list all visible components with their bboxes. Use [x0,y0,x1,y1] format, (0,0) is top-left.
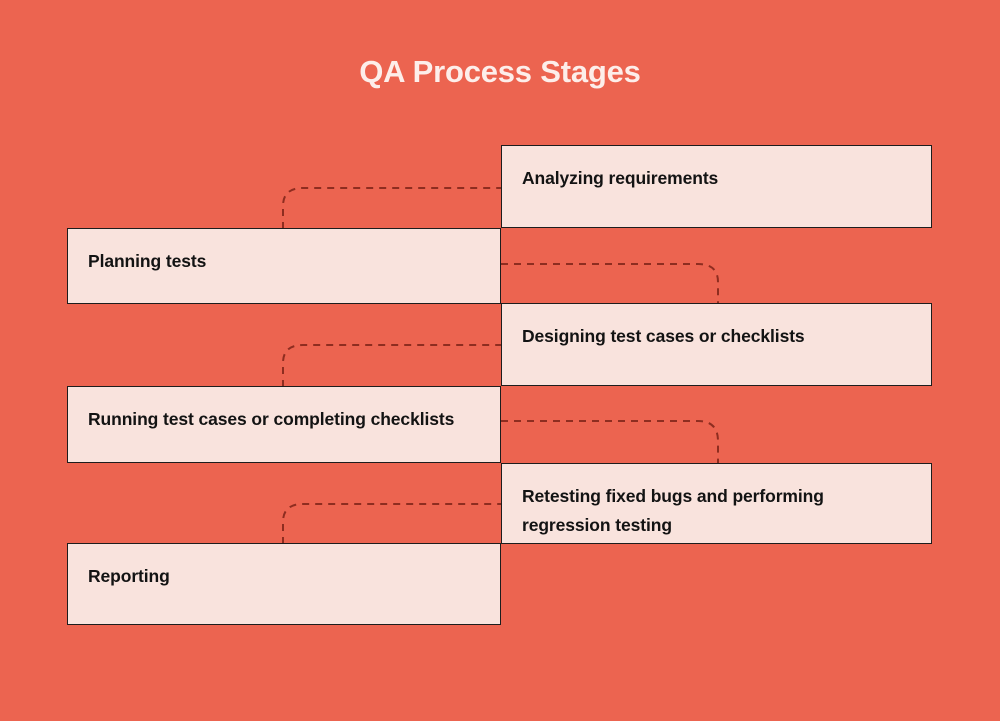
stage-box-retesting[interactable]: Retesting fixed bugs and performing regr… [501,463,932,544]
stage-label: Reporting [88,566,170,586]
stage-label: Analyzing requirements [522,168,719,188]
stage-label: Planning tests [88,251,207,271]
connector-running-to-retesting [501,420,719,463]
page-title: QA Process Stages [359,54,641,89]
connector-planning-to-analyzing [282,187,501,229]
connector-reporting-to-retesting [282,503,501,544]
stage-label: Designing test cases or checklists [522,326,805,346]
connector-running-to-designing [282,344,501,387]
stage-label: Retesting fixed bugs and performing regr… [522,486,824,535]
stage-box-planning[interactable]: Planning tests [67,228,501,304]
stage-box-running[interactable]: Running test cases or completing checkli… [67,386,501,463]
stage-box-designing[interactable]: Designing test cases or checklists [501,303,932,386]
stage-label: Running test cases or completing checkli… [88,409,455,429]
stage-box-analyzing[interactable]: Analyzing requirements [501,145,932,228]
stage-box-reporting[interactable]: Reporting [67,543,501,625]
connector-planning-to-designing [501,263,719,303]
